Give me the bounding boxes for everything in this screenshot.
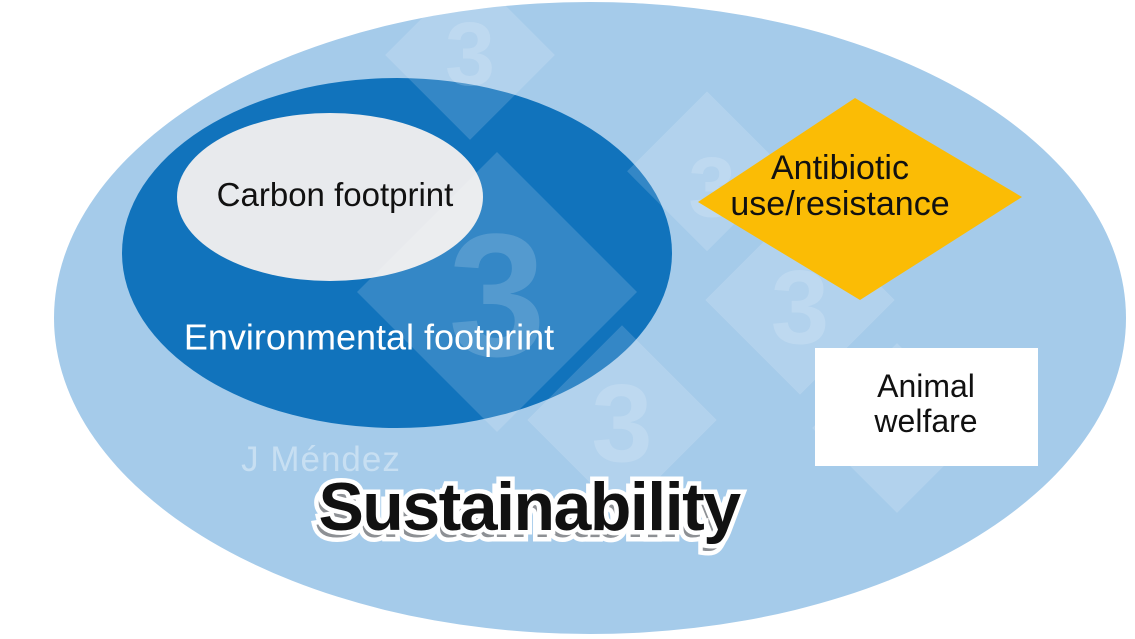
animal-welfare-box <box>815 348 1038 466</box>
carbon-footprint-ellipse <box>177 113 483 281</box>
antibiotic-label-line2: use/resistance <box>730 185 950 223</box>
sustainability-title-ghost: Sustainability <box>314 476 737 552</box>
animal-welfare-label: Animal welfare <box>874 369 977 439</box>
sustainability-title-text: Sustainability <box>318 469 741 545</box>
environmental-footprint-label: Environmental footprint <box>183 316 555 358</box>
watermark-diamond <box>527 325 717 515</box>
carbon-footprint-label: Carbon footprint <box>216 176 454 214</box>
antibiotic-diamond <box>698 98 1022 300</box>
watermark-digit: 3 <box>591 363 652 486</box>
watermark-digit: 3 <box>445 5 495 105</box>
author-watermark: J Méndez <box>241 440 401 480</box>
sustainability-title-ghost-outline: Sustainability <box>310 476 742 553</box>
animal-welfare-label-line2: welfare <box>874 403 978 439</box>
antibiotic-label-line1: Antibiotic <box>771 149 909 187</box>
sustainability-title-outline: Sustainability <box>314 469 746 546</box>
antibiotic-use-resistance-label: Antibiotic use/resistance <box>730 150 949 222</box>
sustainability-title: Sustainability Sustainability Sustainabi… <box>310 469 746 553</box>
animal-welfare-label-line1: Animal <box>877 368 975 404</box>
watermark-digit: 3 <box>448 199 545 394</box>
